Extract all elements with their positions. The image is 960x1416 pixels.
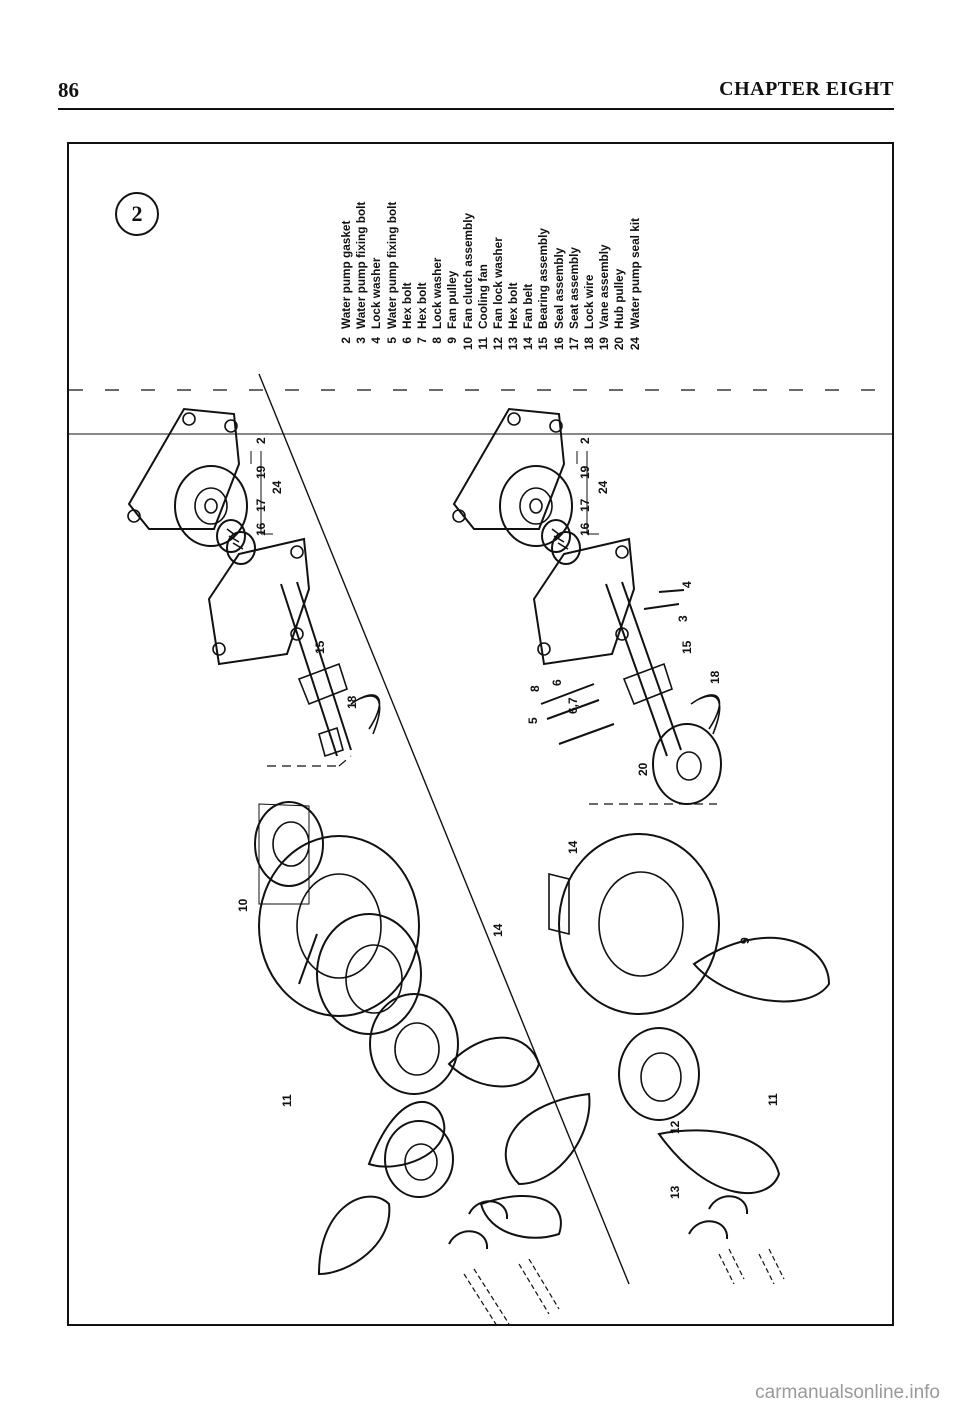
callout-6: 6 (550, 679, 564, 686)
callout-12: 12 (668, 1120, 682, 1134)
watermark: carmanualsonline.info (755, 1382, 940, 1403)
callout-8: 8 (528, 685, 542, 692)
callout-5: 5 (526, 717, 540, 724)
callout-24: 24 (270, 480, 284, 494)
callout-24: 24 (596, 480, 610, 494)
callout-20: 20 (636, 762, 650, 776)
callout-4: 4 (680, 581, 694, 588)
callout-15: 15 (313, 640, 327, 654)
callout-6-7: 6,7 (566, 697, 580, 714)
callout-3: 3 (676, 615, 690, 622)
callout-2: 2 (578, 437, 592, 444)
callout-17: 17 (578, 498, 592, 512)
lower-assembly (452, 407, 831, 1285)
page-header: 86 CHAPTER EIGHT (58, 78, 894, 108)
callout-18: 18 (345, 695, 359, 709)
callout-19: 19 (578, 465, 592, 479)
upper-callouts: 2 19 17 16 24 15 18 10 14 11 (236, 437, 505, 1107)
page-number: 86 (58, 78, 79, 102)
callout-14: 14 (566, 840, 580, 854)
callout-11: 11 (280, 1094, 294, 1107)
callout-18: 18 (708, 670, 722, 684)
callout-15: 15 (680, 640, 694, 654)
exploded-diagram: 2 19 17 16 24 15 18 10 14 11 2 19 17 16 … (69, 373, 892, 1324)
callout-11: 11 (766, 1093, 780, 1106)
callout-14: 14 (491, 923, 505, 937)
callout-2: 2 (254, 437, 268, 444)
header-rule (58, 108, 894, 110)
figure-number: 2 (115, 192, 159, 236)
callout-17: 17 (254, 498, 268, 512)
callout-19: 19 (254, 465, 268, 479)
callout-16: 16 (254, 522, 268, 536)
lower-callouts: 2 19 17 16 24 4 3 15 18 8 6 5 6,7 20 14 … (526, 437, 780, 1199)
callout-13: 13 (668, 1185, 682, 1199)
callout-16: 16 (578, 522, 592, 536)
chapter-title: CHAPTER EIGHT (719, 78, 894, 100)
callout-9: 9 (738, 937, 752, 944)
callout-10: 10 (236, 898, 250, 912)
upper-assembly (127, 407, 562, 1324)
